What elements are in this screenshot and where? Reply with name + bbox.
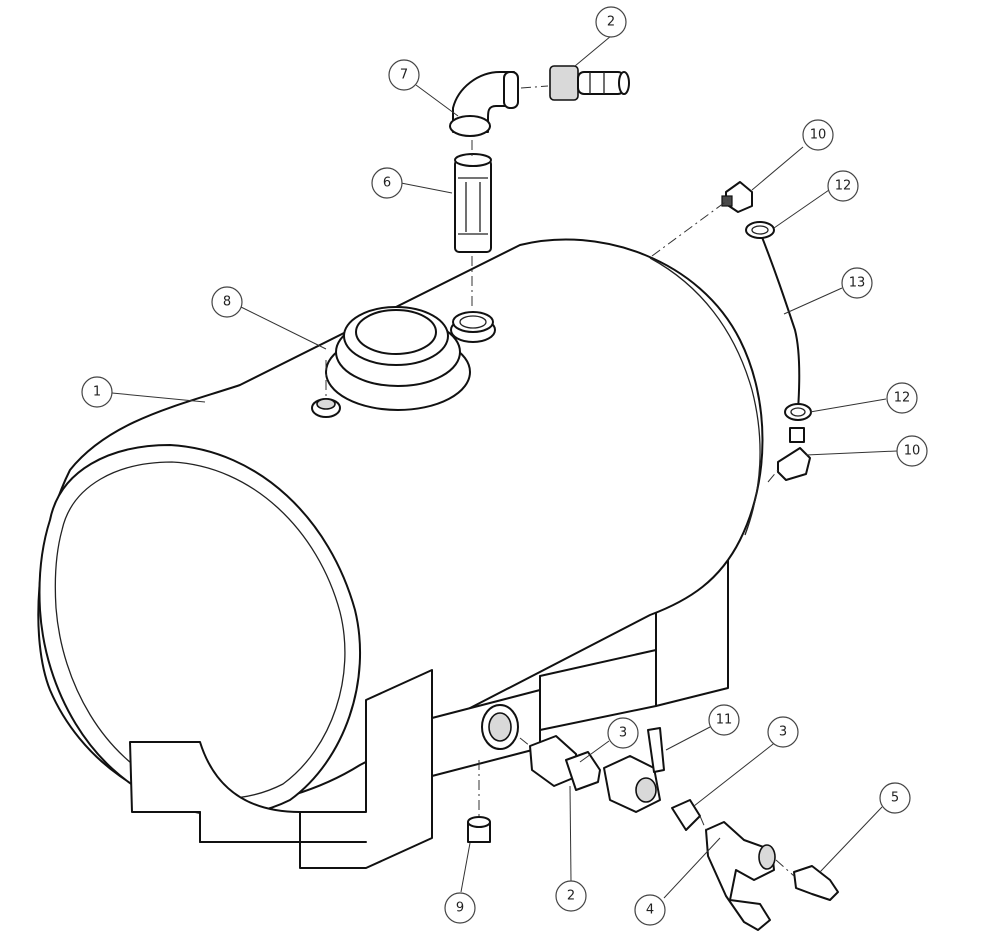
top-fittings bbox=[449, 65, 630, 253]
callout-2-top-label: 2 bbox=[607, 15, 615, 30]
line-strainer bbox=[705, 821, 775, 931]
callout-4-label: 4 bbox=[646, 903, 654, 918]
callout-5-label: 5 bbox=[891, 791, 899, 806]
callout-9: 9 bbox=[444, 892, 476, 924]
callout-4: 4 bbox=[634, 894, 666, 926]
lid-top bbox=[355, 309, 437, 355]
callout-6: 6 bbox=[371, 167, 403, 199]
fill-fitting bbox=[452, 311, 494, 333]
callout-6-label: 6 bbox=[383, 176, 391, 191]
hose-barb-top bbox=[577, 71, 625, 95]
outlet-assembly bbox=[467, 704, 839, 931]
callout-13: 13 bbox=[841, 267, 873, 299]
valve-handle bbox=[647, 727, 665, 773]
callout-11: 11 bbox=[708, 704, 740, 736]
callout-2-top: 2 bbox=[595, 6, 627, 38]
callout-10-bottom-label: 10 bbox=[904, 444, 921, 459]
callout-12-top: 12 bbox=[827, 170, 859, 202]
tank-body bbox=[37, 238, 764, 869]
callout-1: 1 bbox=[81, 376, 113, 408]
callout-10-top-label: 10 bbox=[810, 128, 827, 143]
vent-elbow-bottom-neck bbox=[789, 427, 805, 443]
vent-line bbox=[721, 181, 812, 481]
callout-2-bottom: 2 bbox=[555, 880, 587, 912]
callout-2-bottom-label: 2 bbox=[567, 889, 575, 904]
callout-10-top: 10 bbox=[802, 119, 834, 151]
callout-13-label: 13 bbox=[849, 276, 866, 291]
callout-12-bottom: 12 bbox=[886, 382, 918, 414]
callout-3-right: 3 bbox=[767, 716, 799, 748]
tank-end-dome bbox=[38, 444, 362, 816]
nipple-3-left bbox=[565, 751, 601, 791]
hose-clamp-top bbox=[745, 221, 775, 239]
callout-7-label: 7 bbox=[400, 68, 408, 83]
tank-rear-ridge bbox=[649, 257, 761, 536]
callout-3-left-label: 3 bbox=[619, 726, 627, 741]
hose-barb-top-hex bbox=[549, 65, 579, 101]
callout-8-label: 8 bbox=[223, 295, 231, 310]
callout-5: 5 bbox=[879, 782, 911, 814]
leader-lines bbox=[111, 35, 898, 899]
callout-8: 8 bbox=[211, 286, 243, 318]
saddle-edge-front bbox=[199, 811, 367, 843]
manway-lid bbox=[311, 306, 496, 418]
front-saddle-right bbox=[299, 669, 433, 869]
callout-12-bottom-label: 12 bbox=[894, 391, 911, 406]
callout-3-right-label: 3 bbox=[779, 725, 787, 740]
tank-end-rim bbox=[54, 461, 346, 800]
hose-clamp-bottom bbox=[784, 403, 812, 421]
callout-9-label: 9 bbox=[456, 901, 464, 916]
vent-hose bbox=[759, 231, 801, 411]
center-lines bbox=[325, 85, 795, 877]
hose-barb-outlet bbox=[793, 865, 839, 901]
callout-1-label: 1 bbox=[93, 385, 101, 400]
callout-7: 7 bbox=[388, 59, 420, 91]
fill-fitting-bore bbox=[459, 315, 487, 329]
callout-11-label: 11 bbox=[716, 713, 733, 728]
pipe-nipple bbox=[454, 159, 492, 253]
callout-3-left: 3 bbox=[607, 717, 639, 749]
vent-elbow-bottom bbox=[777, 447, 811, 481]
callout-12-top-label: 12 bbox=[835, 179, 852, 194]
callout-10-bottom: 10 bbox=[896, 435, 928, 467]
